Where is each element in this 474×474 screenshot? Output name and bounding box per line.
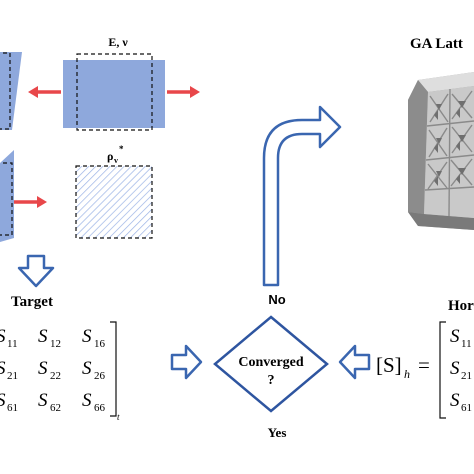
stretched-element	[28, 53, 200, 131]
converged-question: ?	[268, 373, 275, 388]
hom-lhs: [S]	[376, 353, 402, 377]
matrix-cell: S	[38, 358, 48, 379]
no-label: No	[268, 292, 285, 307]
converged-decision	[213, 315, 329, 413]
matrix-cell: S	[450, 390, 460, 411]
hom-left-bracket	[439, 321, 446, 419]
density-element	[75, 165, 153, 239]
right-arrow-icon	[190, 86, 200, 98]
matrix-cell-sub: 66	[94, 402, 106, 414]
matrix-cell: S	[38, 326, 48, 347]
hom-equals: =	[418, 353, 430, 377]
rho-label: ρ	[107, 149, 113, 163]
rho-subscript: v	[114, 156, 118, 165]
target-matrix: S 11 S 12 S 16 S 21 S 22 S 26 S 61 S 62 …	[0, 326, 106, 414]
matrix-cell-sub: 12	[50, 338, 61, 350]
matrix-cell: S	[82, 358, 92, 379]
yes-label: Yes	[268, 425, 287, 440]
hom-matrix: [S] h = S 11 S 21 S 61	[376, 321, 472, 419]
matrix-cell: S	[0, 390, 6, 411]
hom-lhs-sub: h	[404, 367, 410, 381]
matrix-cell: S	[0, 358, 6, 379]
left-arrow-icon	[28, 86, 38, 98]
lattice-3d-icon	[408, 72, 474, 230]
matrix-cell-sub: 62	[50, 402, 61, 414]
matrix-cell-sub: 21	[461, 370, 472, 382]
rho-superscript: *	[119, 144, 124, 154]
bent-arrow-icon	[262, 105, 342, 287]
shear-element-bottom	[0, 150, 47, 242]
matrix-cell: S	[38, 390, 48, 411]
matrix-cell: S	[82, 326, 92, 347]
matrix-cell-sub: 61	[461, 402, 472, 414]
matrix-cell: S	[450, 358, 460, 379]
matrix-cell-sub: 11	[461, 338, 472, 350]
target-label: Target	[11, 294, 53, 310]
right-arrow-icon	[170, 344, 203, 380]
matrix-cell: S	[450, 326, 460, 347]
left-arrow-icon	[338, 344, 371, 380]
shear-element-top	[0, 52, 22, 130]
target-matrix-right-bracket	[110, 321, 117, 417]
matrix-cell-sub: 21	[7, 370, 18, 382]
e-nu-label: E, ν	[108, 35, 128, 49]
right-arrow-icon	[37, 196, 47, 208]
matrix-cell: S	[82, 390, 92, 411]
matrix-cell-sub: 26	[94, 370, 106, 382]
ga-lattice-title: GA Latt	[410, 36, 463, 52]
matrix-cell-sub: 11	[7, 338, 18, 350]
matrix-cell-sub: 22	[50, 370, 61, 382]
converged-label: Converged	[238, 355, 304, 370]
matrix-cell: S	[0, 326, 6, 347]
down-arrow-icon	[17, 254, 55, 288]
target-matrix-subscript: t	[117, 412, 120, 422]
hom-label: Hor	[448, 298, 474, 314]
matrix-cell-sub: 16	[94, 338, 106, 350]
matrix-cell-sub: 61	[7, 402, 18, 414]
